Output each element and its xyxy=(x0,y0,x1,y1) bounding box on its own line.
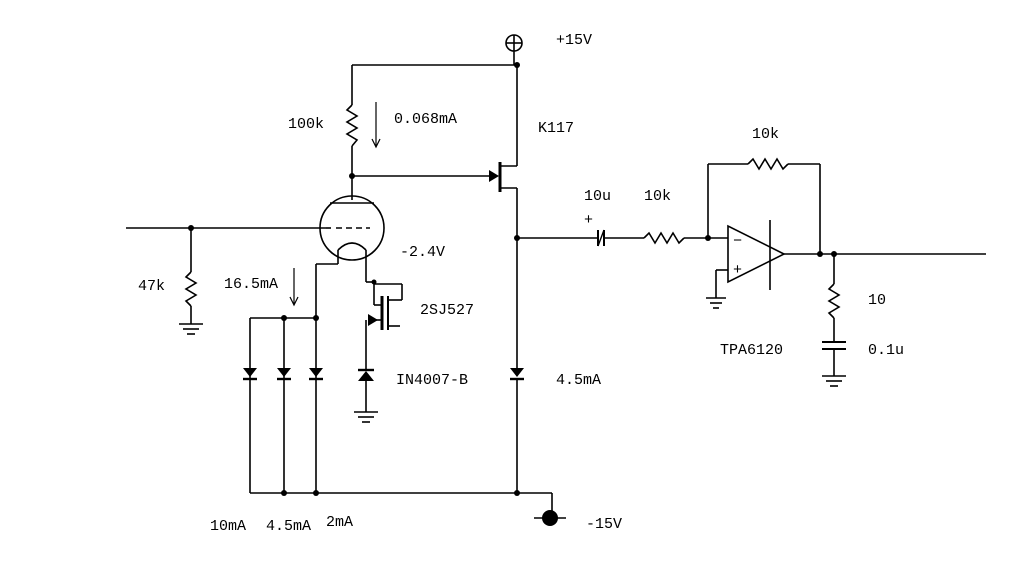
opamp-inverting-sign: − xyxy=(733,233,742,250)
junction-dot xyxy=(313,490,319,496)
capacitor-polarity-plus: + xyxy=(584,212,593,229)
current-source-10ma xyxy=(243,368,257,381)
diode-symbol xyxy=(358,368,374,412)
grid-resistor xyxy=(184,271,198,307)
opamp-label: TPA6120 xyxy=(720,342,783,359)
opamp-symbol xyxy=(706,220,786,309)
negative-supply-symbol xyxy=(534,510,566,526)
feedback-resistor-label: 10k xyxy=(752,126,779,143)
mosfet-symbol xyxy=(365,282,403,370)
coupling-capacitor-label: 10u xyxy=(584,188,611,205)
junction-dot xyxy=(817,251,823,257)
mosfet-label: 2SJ527 xyxy=(420,302,474,319)
feedback-resistor xyxy=(747,157,789,171)
positive-supply-symbol xyxy=(505,34,523,65)
junction-dot xyxy=(281,490,287,496)
current-source-2ma xyxy=(309,368,323,381)
heater-current-label: 16.5mA xyxy=(224,276,278,293)
coupling-capacitor xyxy=(597,229,605,247)
grid-resistor-label: 47k xyxy=(138,278,165,295)
bias-voltage-label: -2.4V xyxy=(400,244,445,261)
plate-resistor xyxy=(345,104,359,147)
input-resistor-label: 10k xyxy=(644,188,671,205)
negative-supply-label: -15V xyxy=(586,516,622,533)
jfet-gate-arrow xyxy=(489,170,499,182)
source-current-label: 4.5mA xyxy=(556,372,601,389)
jfet-label: K117 xyxy=(538,120,574,137)
current-source-4-5ma xyxy=(277,368,291,381)
output-ground-symbol xyxy=(822,375,846,387)
heater-current-arrow xyxy=(289,268,299,307)
diode-label: IN4007-B xyxy=(396,372,468,389)
output-resistor xyxy=(827,283,841,319)
current-source-label: 4.5mA xyxy=(266,518,311,535)
current-source-label: 10mA xyxy=(210,518,246,535)
jfet-current-source xyxy=(510,368,524,381)
current-source-label: 2mA xyxy=(326,514,353,531)
opamp-noninverting-sign: + xyxy=(733,262,742,279)
plate-current-arrow xyxy=(371,102,381,149)
vacuum-tube-symbol xyxy=(319,195,385,282)
grid-ground-symbol xyxy=(179,323,203,335)
junction-dot xyxy=(313,315,319,321)
output-resistor-label: 10 xyxy=(868,292,886,309)
input-resistor xyxy=(643,231,685,245)
diode-ground-symbol xyxy=(354,411,378,423)
plate-resistor-label: 100k xyxy=(288,116,324,133)
positive-supply-label: +15V xyxy=(556,32,592,49)
output-capacitor-label: 0.1u xyxy=(868,342,904,359)
output-capacitor xyxy=(822,341,846,350)
jfet-symbol xyxy=(498,65,518,370)
plate-current-label: 0.068mA xyxy=(394,111,457,128)
